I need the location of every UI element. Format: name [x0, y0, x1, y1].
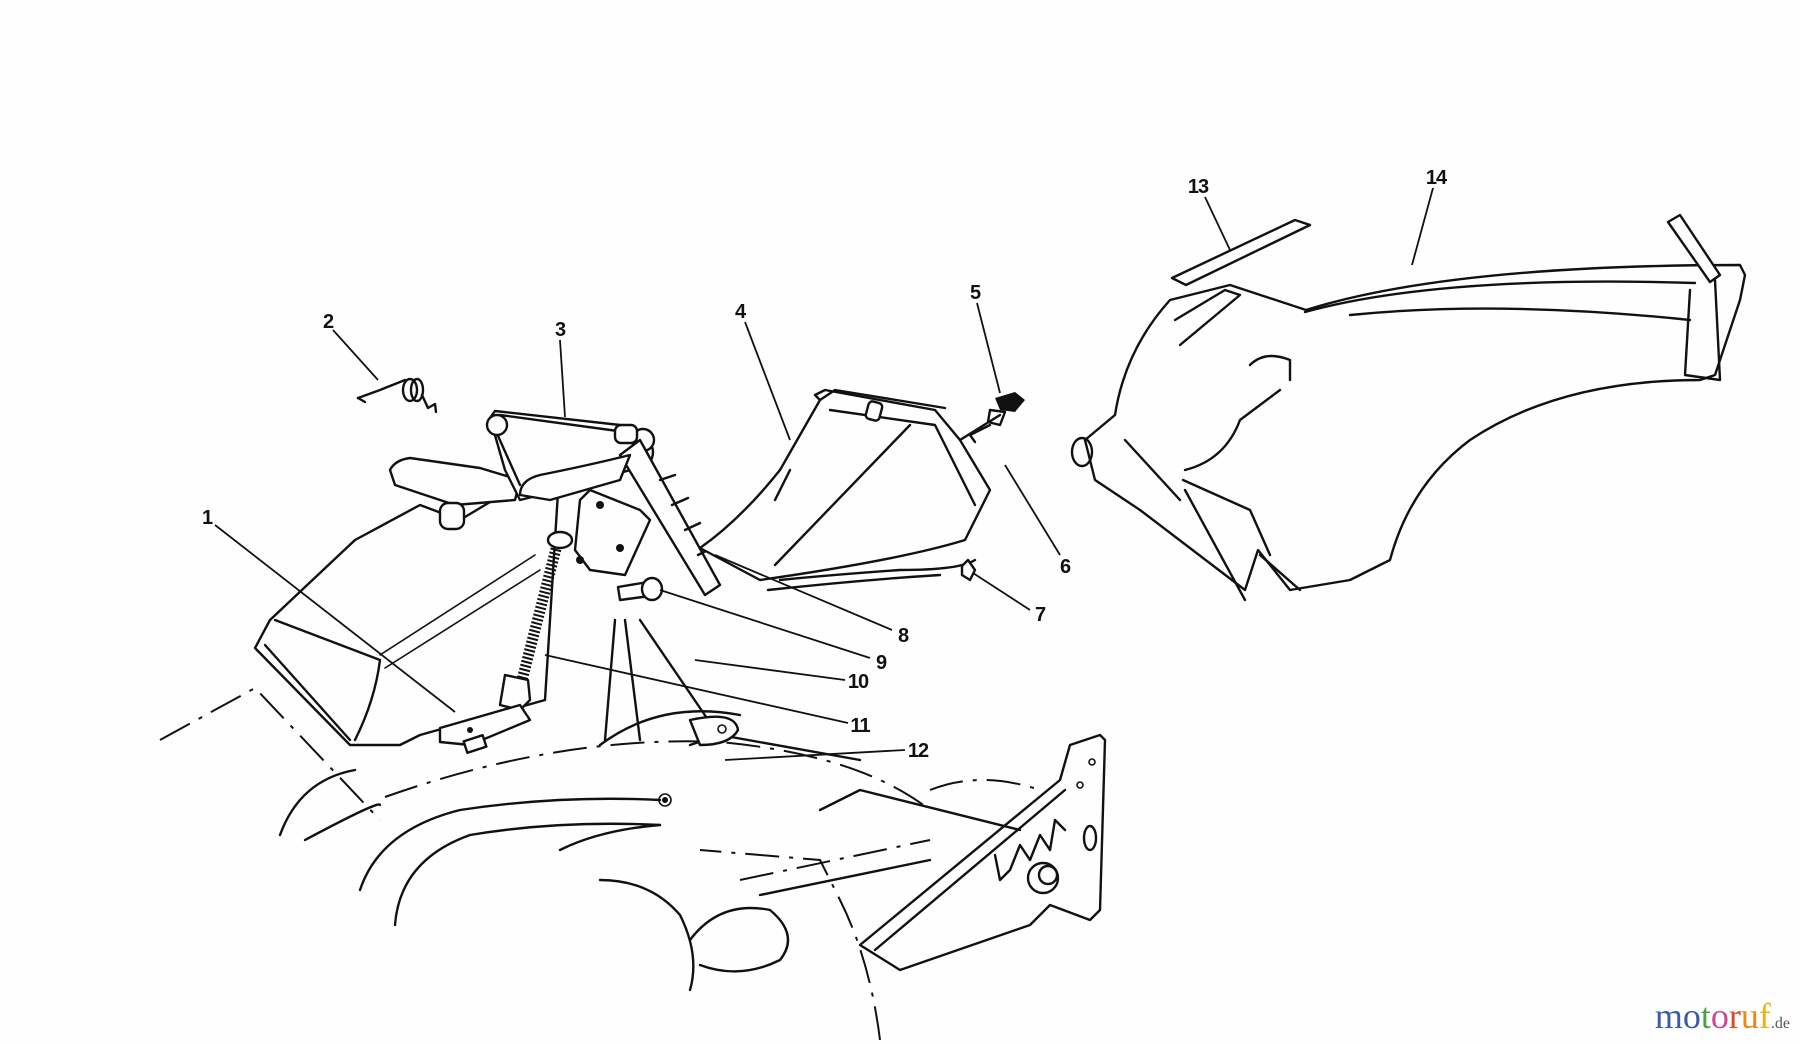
callout-9: 9	[875, 652, 887, 674]
part-14-discharge-chute	[1070, 213, 1747, 602]
callout-14: 14	[1425, 167, 1447, 189]
part-11-spring	[438, 530, 574, 754]
deck-post	[598, 618, 742, 747]
part-4-chute-cover	[698, 388, 992, 592]
leader-lines	[214, 187, 1434, 761]
watermark-letter: t	[1700, 996, 1711, 1036]
callout-10: 10	[847, 671, 869, 693]
watermark-logo: motoruf.de	[1655, 998, 1790, 1034]
part-2-torsion-spring	[356, 377, 438, 414]
part-1-deflector	[253, 458, 562, 747]
part-7-clip	[960, 558, 977, 582]
callout-7: 7	[1034, 604, 1046, 626]
callout-8: 8	[897, 625, 909, 647]
height-adjust-bracket	[818, 733, 1107, 972]
callout-12: 12	[907, 740, 929, 762]
callout-2: 2	[322, 311, 334, 333]
mower-deck	[159, 686, 932, 1041]
part-10-pin	[616, 576, 664, 602]
watermark-letter: r	[1728, 996, 1741, 1036]
watermark-letter: o	[1682, 996, 1701, 1036]
watermark-letter: m	[1654, 996, 1683, 1036]
callout-1: 1	[201, 507, 213, 529]
part-3-hinge-door	[388, 409, 722, 597]
watermark-letter: u	[1740, 996, 1759, 1036]
watermark-letter: o	[1710, 996, 1729, 1036]
callout-4: 4	[734, 301, 746, 323]
callout-3: 3	[554, 319, 566, 341]
watermark-letter: f	[1758, 996, 1771, 1036]
part-13-plate	[1170, 218, 1312, 287]
callout-5: 5	[969, 282, 981, 304]
part-9-bracket	[573, 488, 652, 577]
watermark-tld: .de	[1770, 1015, 1790, 1032]
part-6-rod	[958, 413, 1002, 442]
callout-6: 6	[1059, 556, 1071, 578]
callout-11: 11	[850, 715, 870, 737]
callout-13: 13	[1187, 176, 1209, 198]
